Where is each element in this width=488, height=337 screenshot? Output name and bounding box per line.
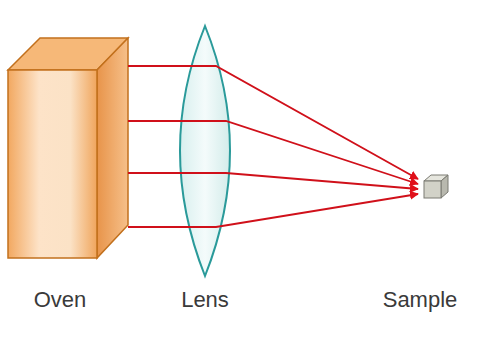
oven — [8, 38, 128, 258]
part-label: Lens — [181, 287, 229, 313]
part-label: Oven — [34, 287, 87, 313]
sample-cube — [424, 175, 448, 198]
light-rays — [128, 66, 418, 227]
part-label: Sample — [383, 287, 458, 313]
lens — [180, 26, 230, 276]
